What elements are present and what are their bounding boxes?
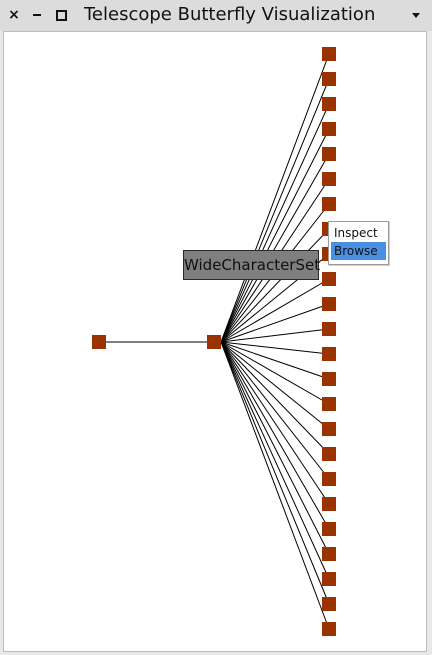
window-menu-chevron-down-icon[interactable] bbox=[410, 8, 422, 22]
context-menu[interactable]: Inspect Browse bbox=[328, 221, 389, 265]
maximize-box bbox=[55, 9, 67, 21]
menu-item-browse[interactable]: Browse bbox=[331, 242, 386, 260]
target-node[interactable] bbox=[322, 422, 336, 436]
edge-center-to-target bbox=[220, 78, 330, 343]
edge-center-to-target bbox=[220, 341, 330, 355]
edge-center-to-target bbox=[220, 103, 330, 343]
target-node[interactable] bbox=[322, 522, 336, 536]
visualization-canvas[interactable]: WideCharacterSet Inspect Browse bbox=[3, 31, 427, 652]
edge-center-to-target bbox=[220, 341, 330, 380]
chevron-down-shape bbox=[412, 12, 420, 18]
target-node[interactable] bbox=[322, 322, 336, 336]
source-node[interactable] bbox=[92, 335, 106, 349]
target-node[interactable] bbox=[322, 347, 336, 361]
window-title: Telescope Butterfly Visualization bbox=[84, 4, 376, 25]
edge-center-to-target bbox=[220, 341, 330, 580]
edge-center-to-target bbox=[220, 53, 330, 343]
edge-center-to-target bbox=[220, 341, 330, 455]
target-node[interactable] bbox=[322, 147, 336, 161]
minimize-icon[interactable] bbox=[30, 6, 44, 24]
target-node[interactable] bbox=[322, 197, 336, 211]
target-node[interactable] bbox=[322, 372, 336, 386]
target-node[interactable] bbox=[322, 397, 336, 411]
edge-center-to-target bbox=[220, 341, 330, 480]
center-node[interactable] bbox=[207, 335, 221, 349]
target-node[interactable] bbox=[322, 572, 336, 586]
butterfly-graph[interactable] bbox=[4, 32, 427, 652]
edge-center-to-target bbox=[220, 341, 330, 555]
edge-center-to-target bbox=[220, 128, 330, 343]
target-node[interactable] bbox=[322, 597, 336, 611]
edge-center-to-target bbox=[220, 341, 330, 530]
close-icon[interactable]: × bbox=[8, 7, 20, 23]
edge-center-to-target bbox=[220, 341, 330, 630]
target-node[interactable] bbox=[322, 122, 336, 136]
minimize-bar bbox=[33, 14, 41, 16]
maximize-icon[interactable] bbox=[54, 6, 68, 24]
edge-center-to-target bbox=[220, 278, 330, 343]
target-node[interactable] bbox=[322, 472, 336, 486]
target-node[interactable] bbox=[322, 447, 336, 461]
edge-center-to-target bbox=[220, 228, 330, 343]
target-node[interactable] bbox=[322, 547, 336, 561]
edge-center-to-target bbox=[220, 341, 330, 430]
target-node[interactable] bbox=[322, 272, 336, 286]
edge-center-to-target bbox=[220, 341, 330, 605]
menu-item-inspect[interactable]: Inspect bbox=[334, 226, 378, 240]
target-node[interactable] bbox=[322, 497, 336, 511]
target-node[interactable] bbox=[322, 622, 336, 636]
edge-center-to-target bbox=[220, 153, 330, 343]
edge-center-to-target bbox=[220, 303, 330, 343]
target-node[interactable] bbox=[322, 172, 336, 186]
target-node[interactable] bbox=[322, 297, 336, 311]
edge-center-to-target bbox=[220, 341, 330, 505]
target-node[interactable] bbox=[322, 47, 336, 61]
target-node[interactable] bbox=[322, 72, 336, 86]
edge-center-to-target bbox=[220, 341, 330, 405]
title-bar[interactable]: × Telescope Butterfly Visualization bbox=[0, 0, 432, 31]
node-tooltip: WideCharacterSet bbox=[183, 250, 320, 280]
target-node[interactable] bbox=[322, 97, 336, 111]
edge-center-to-target bbox=[220, 328, 330, 343]
